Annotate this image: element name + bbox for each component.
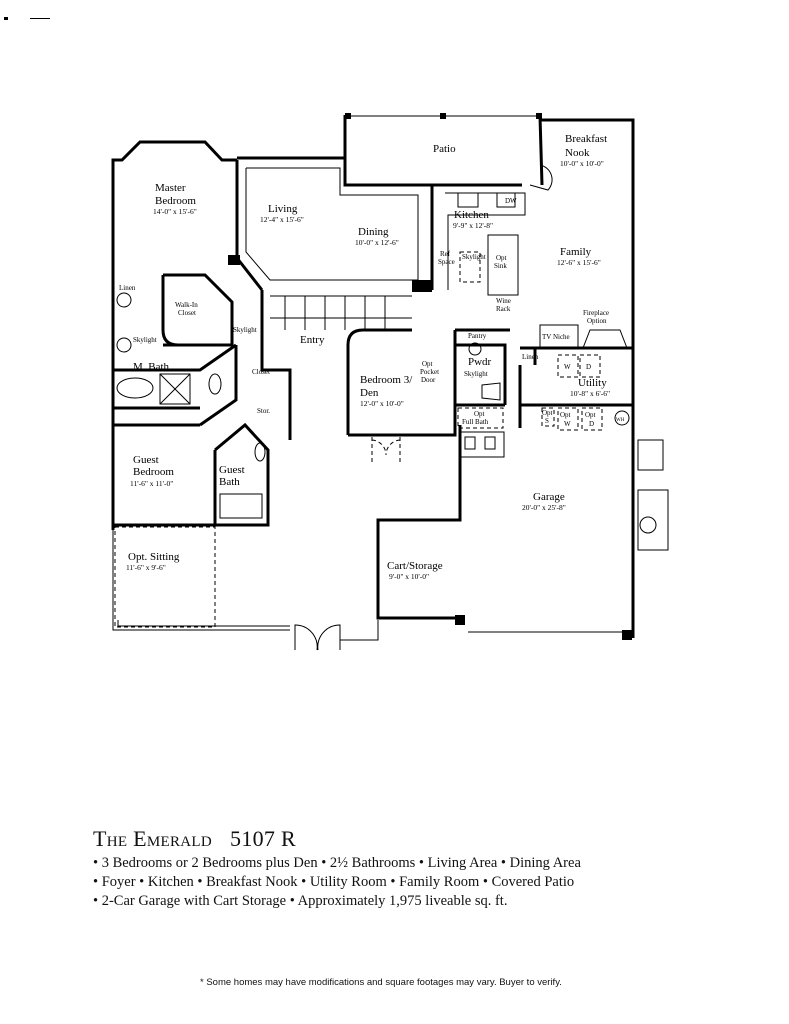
label-skylight: Skylight [233, 326, 257, 334]
label-opt-s: S [545, 417, 549, 425]
label-nook: Breakfast [565, 133, 607, 145]
label-nook: Nook [565, 147, 590, 159]
label-pocket-door: Door [421, 376, 436, 384]
label-ref: Space [438, 258, 455, 266]
plan-name: The Emerald [93, 826, 213, 851]
label-bedroom3: Den [360, 387, 379, 399]
label-opt-sink: Opt [496, 254, 507, 262]
label-skylight: Skylight [133, 336, 157, 344]
dim-cart-storage: 9'-0" x 10'-0" [389, 572, 429, 581]
label-wine: Wine [496, 297, 511, 305]
label-full-bath: Full Bath [462, 418, 489, 426]
label-guest-bedroom: Bedroom [133, 466, 174, 478]
feature-line: • 3 Bedrooms or 2 Bedrooms plus Den • 2½… [93, 855, 581, 871]
label-pwdr: Pwdr [468, 356, 492, 368]
label-dw: DW [505, 197, 517, 205]
scan-mark [4, 17, 8, 20]
label-opt-sink: Sink [494, 262, 507, 270]
label-opt-w: W [564, 420, 571, 428]
label-walkin: Walk-In [175, 301, 198, 309]
room-labels: Patio Breakfast Nook 10'-0" x 10'-0" Mas… [119, 133, 625, 581]
feature-line: • Foyer • Kitchen • Breakfast Nook • Uti… [93, 874, 575, 890]
label-living: Living [268, 203, 298, 215]
label-water-heater: WH [616, 418, 625, 423]
label-opt-sitting: Opt. Sitting [128, 551, 180, 563]
label-pocket-door: Opt [422, 360, 433, 368]
label-tv-niche: TV Niche [542, 333, 570, 341]
label-walkin: Closet [178, 309, 196, 317]
walls [111, 113, 669, 651]
label-dining: Dining [358, 226, 389, 238]
label-utility: Utility [578, 377, 607, 389]
label-patio: Patio [433, 143, 456, 155]
label-fireplace: Fireplace [583, 309, 609, 317]
label-guest-bedroom: Guest [133, 454, 159, 466]
label-ref: Ref [440, 250, 451, 258]
plan-model: 5107 R [230, 826, 296, 851]
label-skylight: Skylight [464, 370, 488, 378]
label-linen: Linen [522, 353, 539, 361]
label-wine: Rack [496, 305, 511, 313]
plan-title: The Emerald 5107 R [93, 826, 296, 852]
scan-mark [30, 18, 50, 19]
label-full-bath: Opt [474, 410, 485, 418]
label-opt-d: D [589, 420, 594, 428]
dim-garage: 20'-0" x 25'-8" [522, 503, 566, 512]
dim-bedroom3: 12'-0" x 10'-0" [360, 399, 404, 408]
label-w: W [564, 363, 571, 371]
label-fireplace: Option [587, 317, 607, 325]
dim-dining: 10'-0" x 12'-6" [355, 238, 399, 247]
label-garage: Garage [533, 491, 565, 503]
disclaimer: * Some homes may have modifications and … [200, 977, 562, 988]
label-master: Master [155, 182, 186, 194]
label-stor: Stor. [257, 407, 270, 415]
dim-kitchen: 9'-9" x 12'-8" [453, 221, 493, 230]
label-opt-s: Opt [542, 409, 553, 417]
dim-guest-bedroom: 11'-6" x 11'-0" [130, 479, 173, 488]
dim-living: 12'-4" x 15'-6" [260, 215, 304, 224]
dim-master: 14'-0" x 15'-6" [153, 207, 197, 216]
label-pantry: Pantry [468, 332, 487, 340]
label-d: D [586, 363, 591, 371]
label-master: Bedroom [155, 195, 196, 207]
feature-line: • 2-Car Garage with Cart Storage • Appro… [93, 893, 508, 909]
label-opt-w: Opt [560, 411, 571, 419]
label-bedroom3: Bedroom 3/ [360, 374, 413, 386]
label-linen: Linen [119, 284, 136, 292]
label-skylight: Skylight [462, 253, 486, 261]
label-opt-d: Opt [585, 411, 596, 419]
label-pocket-door: Pocket [420, 368, 439, 376]
label-guest-bath: Guest [219, 464, 245, 476]
label-cart-storage: Cart/Storage [387, 560, 443, 572]
dim-opt-sitting: 11'-6" x 9'-6" [126, 563, 166, 572]
label-closet: Closet [252, 368, 270, 376]
label-guest-bath: Bath [219, 476, 240, 488]
dim-utility: 10'-8" x 6'-6" [570, 389, 610, 398]
label-family: Family [560, 246, 592, 258]
dim-nook: 10'-0" x 10'-0" [560, 159, 604, 168]
dim-family: 12'-6" x 15'-6" [557, 258, 601, 267]
label-master-bath: M. Bath [133, 361, 170, 373]
label-entry: Entry [300, 334, 325, 346]
label-kitchen: Kitchen [454, 209, 489, 221]
